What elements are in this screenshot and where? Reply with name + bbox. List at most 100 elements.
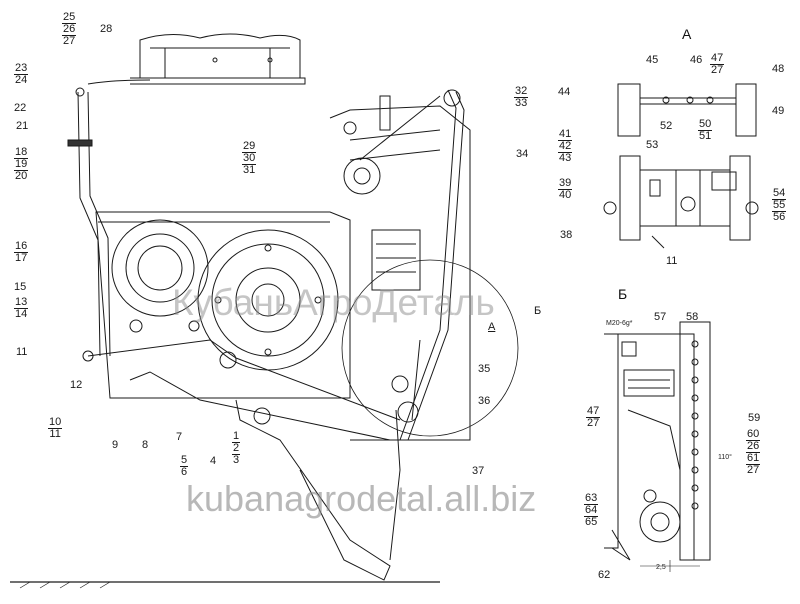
callout-6: 6 [181,466,188,478]
callout-36: 36 [478,395,491,407]
callout-16: 16 [14,240,29,253]
callout-47: 47 [710,52,725,65]
callout-10: 10 [48,416,63,429]
callout-54: 54 [772,187,787,200]
callout-32: 32 [514,85,529,98]
callout-42: 42 [558,140,573,153]
callout-34: 34 [516,148,529,160]
callout-27: 27 [63,35,76,47]
link-rods [359,89,465,561]
callout-23: 23 [14,62,29,75]
callout-16-17: 16 17 [14,240,29,264]
callout-25-26-27: 25 26 27 [62,11,77,47]
view-b-assembly [604,321,711,572]
callout-25: 25 [62,11,77,24]
callout-29-30-31: 29 30 31 [242,140,257,176]
callout-46: 46 [690,54,703,66]
callout-3: 3 [233,454,240,466]
callout-32-33: 32 33 [514,85,529,109]
callout-13-14: 13 14 [14,297,29,320]
callout-52: 52 [660,120,673,132]
callout-63: 63 [584,492,599,505]
callout-39-40: 39 40 [558,177,573,201]
callout-60: 60 [746,428,761,441]
callout-63-64-65: 63 64 65 [584,492,599,528]
callout-59: 59 [748,412,761,424]
view-a-label: А [682,26,692,42]
site-watermark: kubanagrodetal.all.biz [186,478,537,519]
callout-43: 43 [559,152,572,164]
angle-note: 110° [718,454,732,461]
callout-47b: 47 [586,405,601,418]
callout-2: 2 [232,442,241,455]
callout-50: 50 [698,118,713,131]
callout-24: 24 [15,74,28,86]
callout-12: 12 [70,379,83,391]
brand-watermark: КубаньАгроДеталь [172,282,495,323]
section-a-label: А [488,321,496,333]
callout-17: 17 [15,252,28,264]
callout-8: 8 [142,439,149,451]
frame-bracket [329,95,471,441]
callout-49: 49 [772,105,785,117]
callout-41-42-43: 41 42 43 [558,129,573,164]
callout-45: 45 [646,54,659,66]
callout-9: 9 [112,439,119,451]
callout-40: 40 [559,189,572,201]
callout-51: 51 [699,130,712,142]
callout-27b: 27 [711,64,724,76]
dimension-note: 2,5 [656,564,666,571]
callout-15: 15 [14,281,27,293]
control-lever [67,79,151,357]
detail-circle [341,259,519,437]
callout-4: 4 [210,455,217,467]
callout-44: 44 [558,86,571,98]
callout-19: 19 [14,158,29,171]
callout-26: 26 [62,23,77,36]
callout-11-view-a: 11 [666,255,678,267]
callout-39: 39 [558,177,573,190]
callout-48: 48 [772,63,785,75]
callout-18: 18 [14,146,29,159]
thread-note: M20-6g* [606,320,633,327]
callout-1: 1 [232,430,241,443]
lower-linkage [82,319,419,581]
callout-58: 58 [686,311,699,323]
callout-61: 61 [746,452,761,465]
callout-23-24: 23 24 [14,62,29,86]
callout-27c: 27 [587,417,600,429]
section-b-label: Б [534,305,542,317]
callout-14: 14 [15,308,28,320]
callout-11: 11 [16,346,28,358]
callout-55: 55 [772,199,787,212]
callout-5-6: 5 6 [180,455,189,478]
view-a-assembly [603,83,759,249]
cab-fragment [130,33,306,85]
callout-53: 53 [646,139,659,151]
callout-1-2-3: 1 2 3 [232,430,241,466]
callout-50-51: 50 51 [698,118,713,142]
callout-26b: 26 [746,440,761,453]
callout-27d: 27 [747,464,760,476]
callout-33: 33 [515,97,528,109]
callout-31: 31 [243,164,256,176]
callout-57: 57 [654,311,667,323]
callout-22: 22 [14,102,27,114]
callout-18-19-20: 18 19 20 [14,146,29,182]
callout-54-55-56: 54 55 56 [772,187,787,223]
callout-21: 21 [16,120,29,132]
callout-38: 38 [560,229,573,241]
callout-7: 7 [176,431,183,443]
callout-29: 29 [242,140,257,153]
callout-20: 20 [15,170,28,182]
callout-62: 62 [598,569,611,581]
callout-37: 37 [472,465,485,477]
callout-47-27-top: 47 27 [710,52,725,76]
callout-60-26-61-27: 60 26 61 27 [746,428,761,476]
callout-56: 56 [773,211,786,223]
view-b-label: Б [618,286,628,302]
callout-30: 30 [242,152,257,165]
callout-65: 65 [585,516,598,528]
callout-28: 28 [100,23,113,35]
